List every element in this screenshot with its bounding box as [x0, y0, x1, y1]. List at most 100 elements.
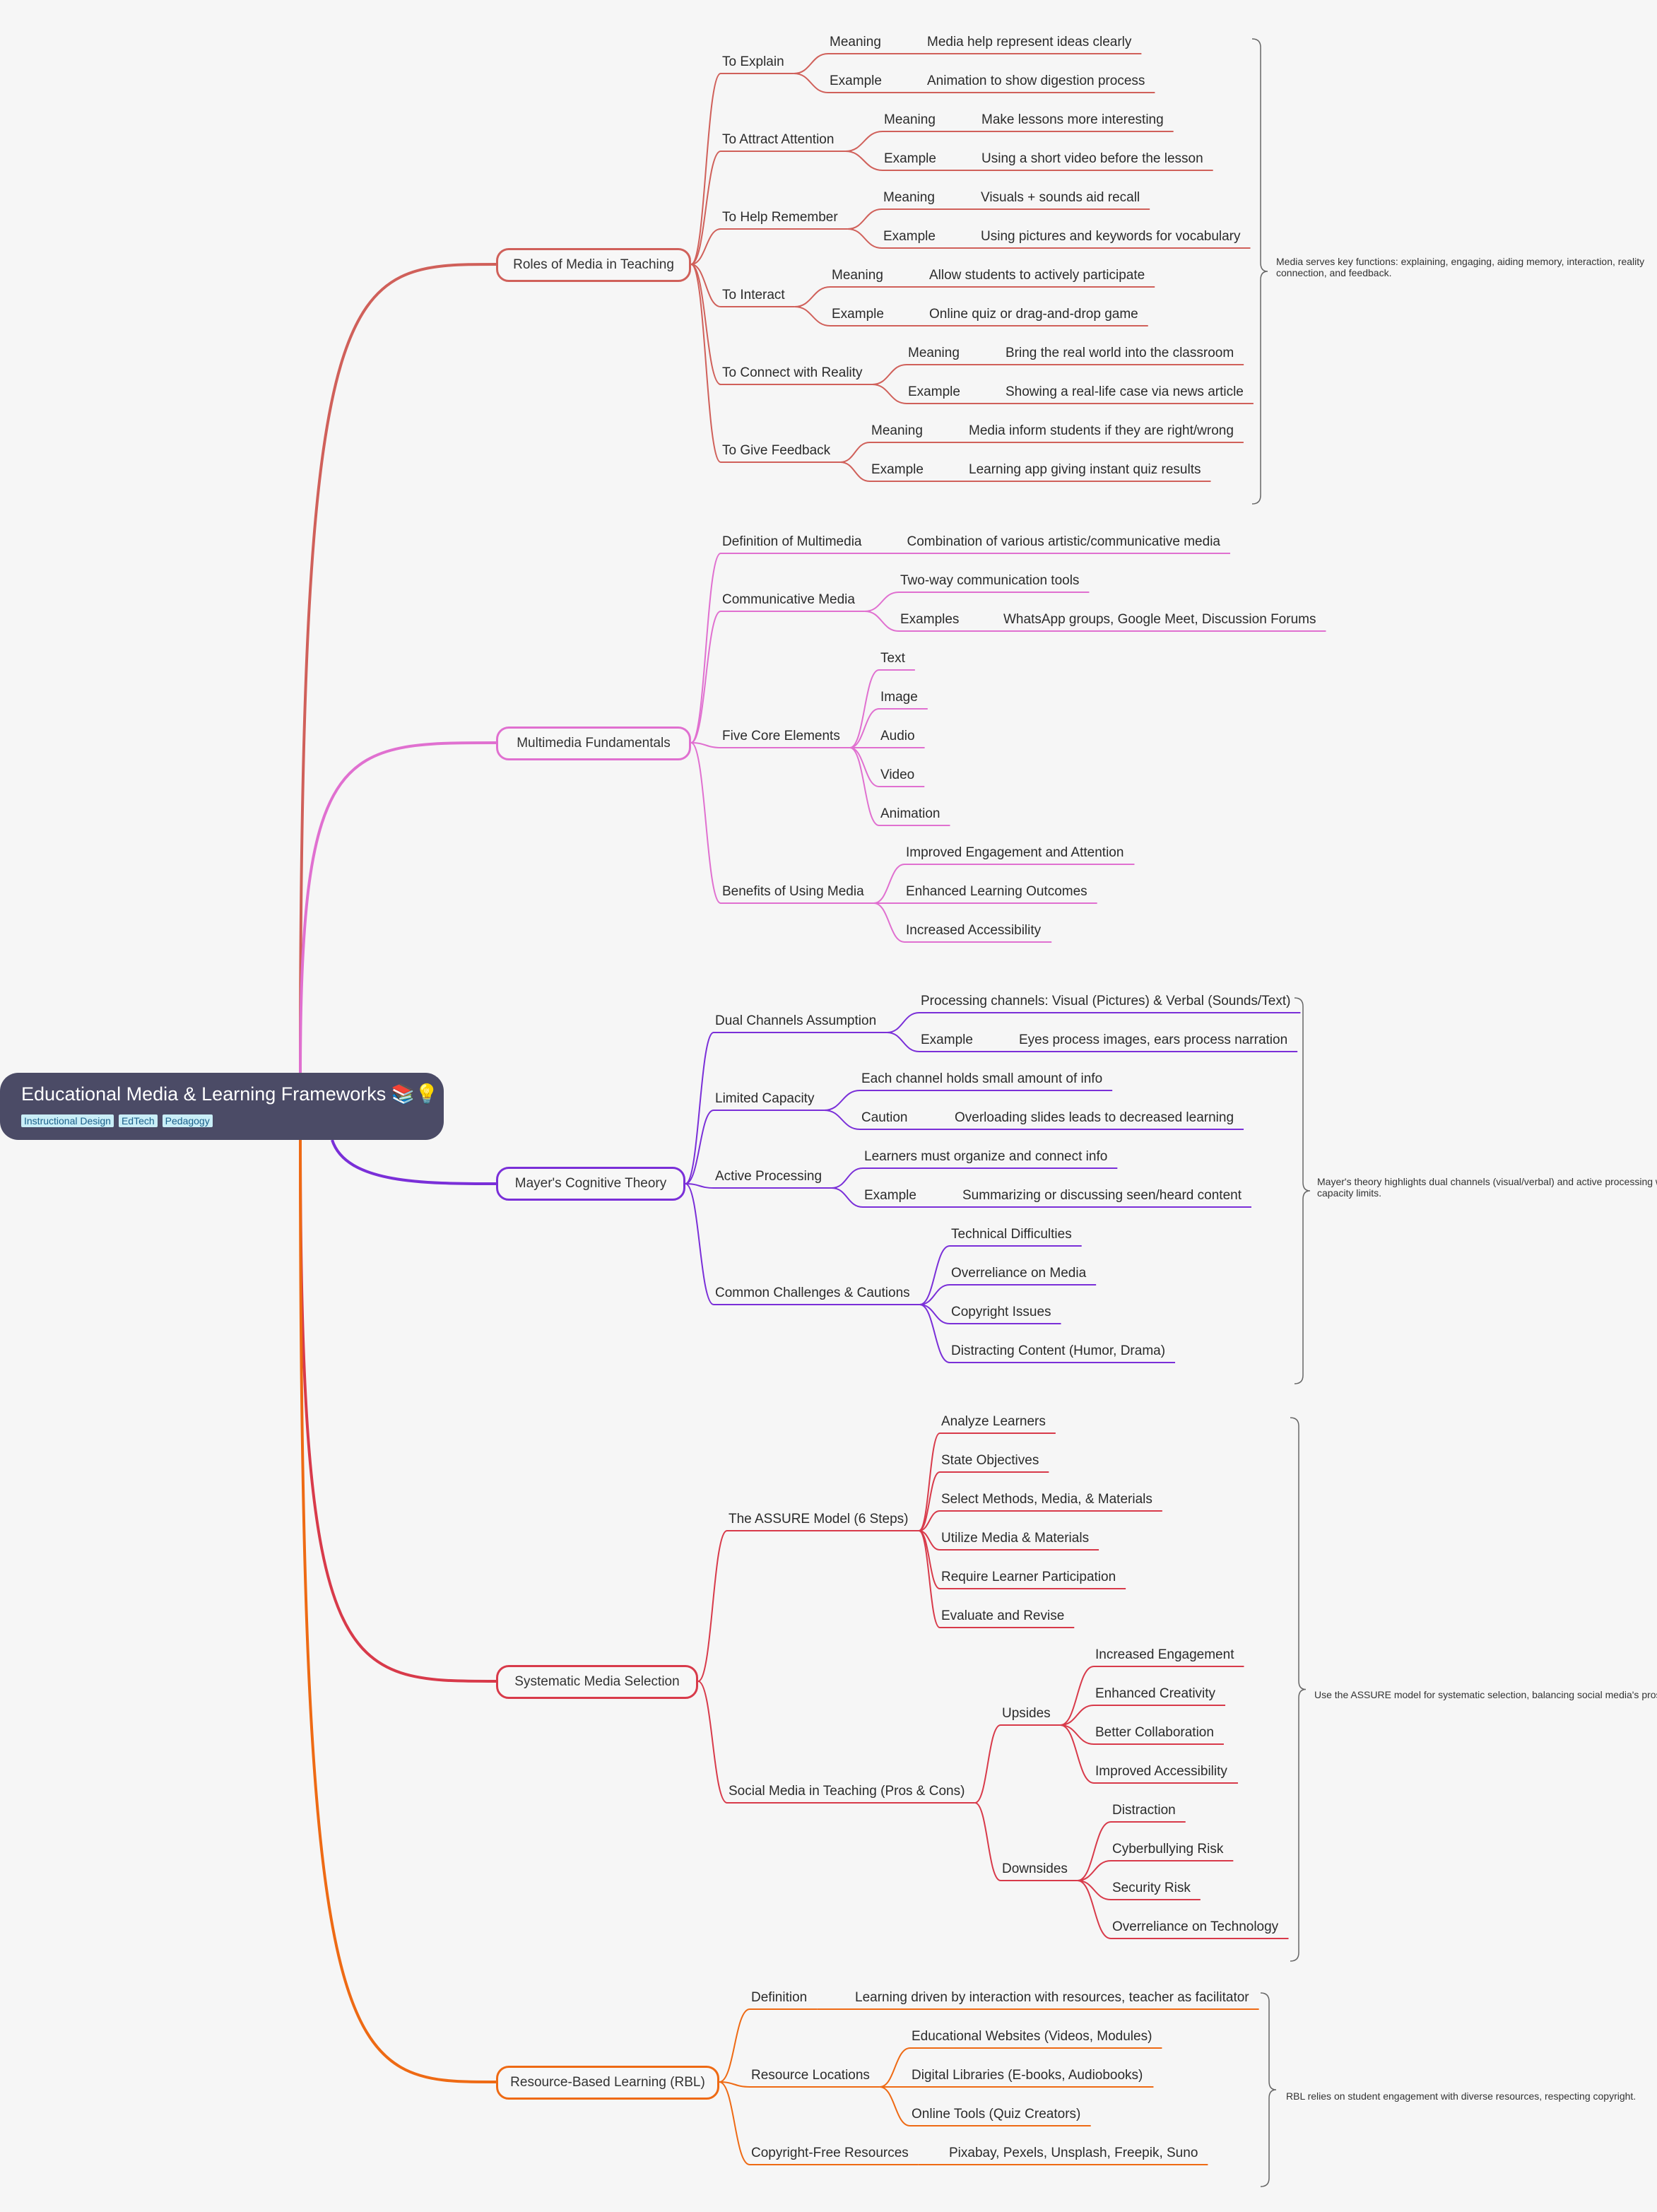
branch-multimedia-fundamentals-communicative-media[interactable]: Communicative Media: [722, 592, 855, 607]
branch-systematic-media-selection-node[interactable]: Systematic Media Selection: [496, 1665, 698, 1699]
branch-mayer-s-cognitive-theory-common-challenges-cautions-copyright-issues[interactable]: Copyright Issues: [951, 1305, 1051, 1319]
branch-roles-of-media-in-teaching-to-help-remember[interactable]: To Help Remember: [722, 210, 838, 225]
branch-multimedia-fundamentals-benefits-of-using-media-increased-accessibility-connector: [873, 902, 905, 943]
branch-multimedia-fundamentals-communicative-media-examples[interactable]: Examples: [900, 612, 960, 627]
branch-systematic-media-selection-social-media-in-teaching-pros-cons-downsides-overreliance-on-technology[interactable]: Overreliance on Technology: [1112, 1919, 1279, 1934]
branch-multimedia-fundamentals-communicative-media-connector: [690, 611, 721, 743]
branch-roles-of-media-in-teaching-to-explain-meaning[interactable]: Meaning: [830, 35, 881, 49]
branch-mayer-s-cognitive-theory-limited-capacity-caution[interactable]: Caution: [861, 1110, 908, 1125]
branch-mayer-s-cognitive-theory-node[interactable]: Mayer's Cognitive Theory: [496, 1167, 685, 1201]
branch-roles-of-media-in-teaching-to-help-remember-example[interactable]: Example: [883, 229, 936, 244]
branch-multimedia-fundamentals-five-core-elements-video[interactable]: Video: [880, 767, 915, 782]
tag-instructional-design[interactable]: Instructional Design: [21, 1114, 114, 1127]
branch-systematic-media-selection-social-media-in-teaching-pros-cons-downsides-distraction[interactable]: Distraction: [1112, 1803, 1176, 1818]
branch-systematic-media-selection-social-media-in-teaching-pros-cons-upsides-enhanced-creativity[interactable]: Enhanced Creativity: [1095, 1686, 1216, 1701]
branch-mayer-s-cognitive-theory-limited-capacity[interactable]: Limited Capacity: [715, 1091, 815, 1106]
branch-roles-of-media-in-teaching-summary: Media serves key functions: explaining, …: [1276, 256, 1645, 278]
branch-roles-of-media-in-teaching-to-help-remember-meaning[interactable]: Meaning: [883, 190, 935, 205]
branch-multimedia-fundamentals-benefits-of-using-media[interactable]: Benefits of Using Media: [722, 884, 864, 899]
branch-roles-of-media-in-teaching-to-give-feedback-meaning[interactable]: Meaning: [871, 423, 923, 438]
tag-edtech[interactable]: EdTech: [118, 1114, 158, 1127]
branch-roles-of-media-in-teaching-to-explain[interactable]: To Explain: [722, 54, 784, 69]
branch-systematic-media-selection-the-assure-model-6-steps-require-learner-participation[interactable]: Require Learner Participation: [941, 1570, 1116, 1584]
branch-resource-based-learning-rbl-definition-learning-driven-by-interaction-with-reso[interactable]: Learning driven by interaction with reso…: [855, 1990, 1249, 2005]
branch-resource-based-learning-rbl-copyright-free-resources[interactable]: Copyright-Free Resources: [751, 2146, 909, 2160]
branch-systematic-media-selection-the-assure-model-6-steps-analyze-learners-connector: [918, 1432, 940, 1531]
branch-mayer-s-cognitive-theory-dual-channels-assumption-processing-channels-visual-pictures-verb[interactable]: Processing channels: Visual (Pictures) &…: [921, 994, 1291, 1008]
branch-mayer-s-cognitive-theory-common-challenges-cautions-connector: [685, 1183, 714, 1305]
branch-mayer-s-cognitive-theory-dual-channels-assumption-example[interactable]: Example: [921, 1033, 973, 1047]
branch-roles-of-media-in-teaching-to-attract-attention-meaning[interactable]: Meaning: [884, 112, 936, 127]
tag-pedagogy[interactable]: Pedagogy: [162, 1114, 213, 1127]
branch-systematic-media-selection-social-media-in-teaching-pros-cons[interactable]: Social Media in Teaching (Pros & Cons): [729, 1784, 965, 1799]
branch-roles-of-media-in-teaching-to-attract-attention[interactable]: To Attract Attention: [722, 132, 835, 147]
branch-multimedia-fundamentals-definition-of-multimedia[interactable]: Definition of Multimedia: [722, 534, 862, 549]
branch-multimedia-fundamentals-benefits-of-using-media-enhanced-learning-outcomes[interactable]: Enhanced Learning Outcomes: [906, 884, 1087, 899]
branch-multimedia-fundamentals-five-core-elements-text[interactable]: Text: [880, 651, 905, 666]
branch-systematic-media-selection-social-media-in-teaching-pros-cons-upsides-increased-engagement[interactable]: Increased Engagement: [1095, 1647, 1234, 1662]
branch-mayer-s-cognitive-theory-common-challenges-cautions-overreliance-on-media-connector: [919, 1284, 950, 1305]
branch-multimedia-fundamentals-five-core-elements-image[interactable]: Image: [880, 690, 918, 705]
branch-multimedia-fundamentals-five-core-elements-animation[interactable]: Animation: [880, 806, 940, 821]
branch-resource-based-learning-rbl-node[interactable]: Resource-Based Learning (RBL): [496, 2066, 719, 2100]
branch-roles-of-media-in-teaching-to-give-feedback-example[interactable]: Example: [871, 462, 924, 477]
branch-multimedia-fundamentals-communicative-media-two-way-communication-tools[interactable]: Two-way communication tools: [900, 573, 1080, 588]
branch-systematic-media-selection-the-assure-model-6-steps-evaluate-and-revise[interactable]: Evaluate and Revise: [941, 1608, 1065, 1623]
branch-mayer-s-cognitive-theory-common-challenges-cautions-distracting-content-humor-drama[interactable]: Distracting Content (Humor, Drama): [951, 1343, 1166, 1358]
branch-roles-of-media-in-teaching-to-attract-attention-example-value: Using a short video before the lesson: [981, 151, 1203, 166]
branch-multimedia-fundamentals-communicative-media-two-way-communication-tools-connector: [864, 592, 900, 612]
branch-resource-based-learning-rbl-copyright-free-resources-pixabay-pexels-unsplash-freepik-suno[interactable]: Pixabay, Pexels, Unsplash, Freepik, Suno: [949, 2146, 1198, 2160]
branch-systematic-media-selection-social-media-in-teaching-pros-cons-upsides-better-collaboration[interactable]: Better Collaboration: [1095, 1725, 1214, 1740]
branch-roles-of-media-in-teaching-to-explain-example-connector: [794, 73, 829, 93]
branch-mayer-s-cognitive-theory-common-challenges-cautions[interactable]: Common Challenges & Cautions: [715, 1286, 910, 1300]
branch-resource-based-learning-rbl-definition[interactable]: Definition: [751, 1990, 808, 2005]
branch-mayer-s-cognitive-theory-dual-channels-assumption[interactable]: Dual Channels Assumption: [715, 1013, 877, 1028]
branch-multimedia-fundamentals-five-core-elements[interactable]: Five Core Elements: [722, 729, 840, 743]
branch-systematic-media-selection-social-media-in-teaching-pros-cons-upsides-improved-accessibility[interactable]: Improved Accessibility: [1095, 1764, 1227, 1779]
root-node[interactable]: Educational Media & Learning Frameworks …: [0, 1073, 444, 1140]
branch-roles-of-media-in-teaching-node[interactable]: Roles of Media in Teaching: [496, 248, 691, 282]
branch-multimedia-fundamentals-definition-of-multimedia-combination-of-various-artistic-communic[interactable]: Combination of various artistic/communic…: [907, 534, 1220, 549]
branch-mayer-s-cognitive-theory-common-challenges-cautions-technical-difficulties[interactable]: Technical Difficulties: [951, 1227, 1072, 1242]
branch-roles-of-media-in-teaching-to-interact-example[interactable]: Example: [832, 307, 884, 322]
branch-multimedia-fundamentals-benefits-of-using-media-improved-engagement-and-attention[interactable]: Improved Engagement and Attention: [906, 845, 1124, 860]
branch-mayer-s-cognitive-theory-active-processing-example[interactable]: Example: [864, 1188, 916, 1203]
branch-systematic-media-selection-social-media-in-teaching-pros-cons-upsides[interactable]: Upsides: [1002, 1706, 1051, 1721]
branch-mayer-s-cognitive-theory-common-challenges-cautions-distracting-content-humor-drama-connector: [919, 1304, 950, 1363]
branch-roles-of-media-in-teaching-to-attract-attention-example[interactable]: Example: [884, 151, 936, 166]
branch-systematic-media-selection-social-media-in-teaching-pros-cons-downsides[interactable]: Downsides: [1002, 1861, 1068, 1876]
branch-roles-of-media-in-teaching-to-attract-attention-connector: [690, 151, 721, 265]
branch-roles-of-media-in-teaching-to-connect-with-reality-meaning[interactable]: Meaning: [908, 346, 960, 360]
branch-roles-of-media-in-teaching-to-connect-with-reality-example[interactable]: Example: [908, 384, 960, 399]
branch-multimedia-fundamentals-five-core-elements-audio[interactable]: Audio: [880, 729, 915, 743]
branch-resource-based-learning-rbl-resource-locations-online-tools-quiz-creators[interactable]: Online Tools (Quiz Creators): [912, 2107, 1081, 2122]
branch-roles-of-media-in-teaching-to-give-feedback-example-connector: [840, 461, 871, 482]
branch-multimedia-fundamentals-five-core-elements-text-connector: [849, 669, 880, 748]
branch-mayer-s-cognitive-theory-common-challenges-cautions-overreliance-on-media[interactable]: Overreliance on Media: [951, 1266, 1087, 1281]
branch-resource-based-learning-rbl-resource-locations-educational-websites-videos-modules[interactable]: Educational Websites (Videos, Modules): [912, 2029, 1152, 2044]
branch-mayer-s-cognitive-theory-limited-capacity-each-channel-holds-small-amount-of-info[interactable]: Each channel holds small amount of info: [861, 1071, 1103, 1086]
branch-roles-of-media-in-teaching-to-explain-meaning-value: Media help represent ideas clearly: [927, 35, 1132, 49]
branch-roles-of-media-in-teaching-to-interact-meaning[interactable]: Meaning: [832, 268, 883, 283]
branch-systematic-media-selection-the-assure-model-6-steps-utilize-media-materials[interactable]: Utilize Media & Materials: [941, 1531, 1090, 1546]
branch-roles-of-media-in-teaching-to-connect-with-reality[interactable]: To Connect with Reality: [722, 365, 863, 380]
branch-systematic-media-selection-social-media-in-teaching-pros-cons-downsides-security-risk[interactable]: Security Risk: [1112, 1881, 1191, 1895]
branch-systematic-media-selection-the-assure-model-6-steps[interactable]: The ASSURE Model (6 Steps): [729, 1512, 909, 1526]
branch-mayer-s-cognitive-theory-active-processing-learners-must-organize-and-connect-info[interactable]: Learners must organize and connect info: [864, 1149, 1108, 1164]
branch-roles-of-media-in-teaching-to-explain-example-value: Animation to show digestion process: [927, 73, 1145, 88]
branch-systematic-media-selection-the-assure-model-6-steps-analyze-learners[interactable]: Analyze Learners: [941, 1414, 1046, 1429]
branch-mayer-s-cognitive-theory-active-processing[interactable]: Active Processing: [715, 1169, 822, 1184]
branch-roles-of-media-in-teaching-to-help-remember-example-connector: [847, 228, 883, 249]
branch-systematic-media-selection-the-assure-model-6-steps-state-objectives[interactable]: State Objectives: [941, 1453, 1039, 1468]
branch-systematic-media-selection-connector: [299, 1139, 497, 1683]
branch-systematic-media-selection-social-media-in-teaching-pros-cons-downsides-cyberbullying-risk[interactable]: Cyberbullying Risk: [1112, 1842, 1224, 1857]
branch-roles-of-media-in-teaching-to-interact-example-value: Online quiz or drag-and-drop game: [929, 307, 1138, 322]
branch-roles-of-media-in-teaching-to-give-feedback[interactable]: To Give Feedback: [722, 443, 831, 458]
branch-roles-of-media-in-teaching-to-interact[interactable]: To Interact: [722, 288, 785, 302]
branch-systematic-media-selection-the-assure-model-6-steps-select-methods-media-materials[interactable]: Select Methods, Media, & Materials: [941, 1492, 1152, 1507]
branch-resource-based-learning-rbl-resource-locations[interactable]: Resource Locations: [751, 2068, 870, 2083]
branch-roles-of-media-in-teaching-to-explain-example[interactable]: Example: [830, 73, 882, 88]
branch-resource-based-learning-rbl-resource-locations-digital-libraries-e-books-audiobooks[interactable]: Digital Libraries (E-books, Audiobooks): [912, 2068, 1143, 2083]
branch-multimedia-fundamentals-node[interactable]: Multimedia Fundamentals: [496, 726, 691, 760]
branch-multimedia-fundamentals-benefits-of-using-media-increased-accessibility[interactable]: Increased Accessibility: [906, 923, 1042, 938]
